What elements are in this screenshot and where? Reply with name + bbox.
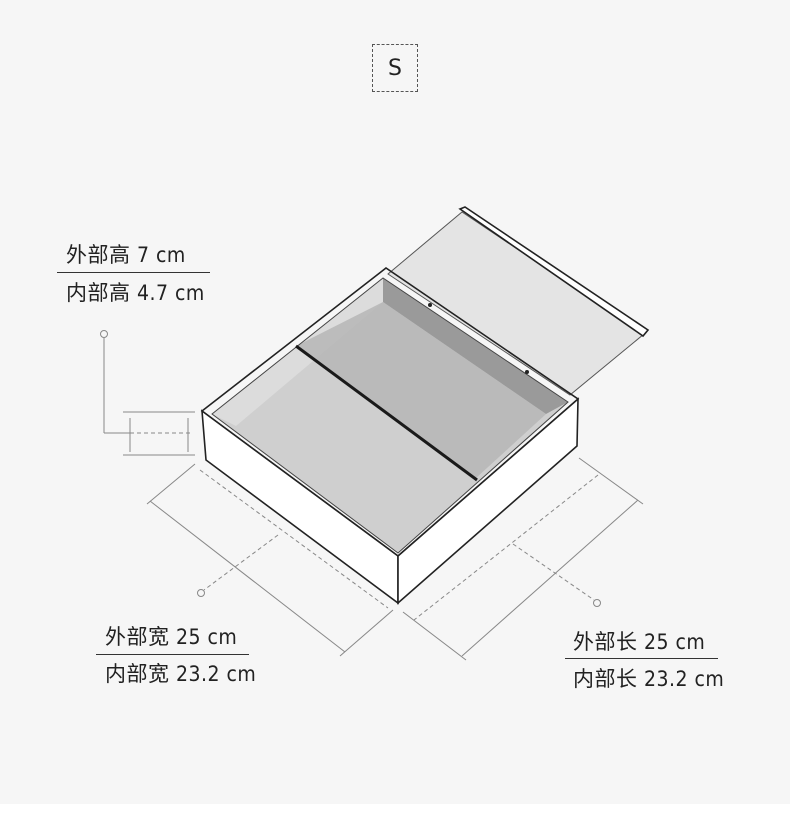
size-badge: S [372, 44, 418, 92]
inner-height-label: 内部高 4.7 cm [66, 281, 205, 305]
length-dimension [402, 457, 644, 661]
outer-length-label: 外部长 25 cm [573, 630, 706, 654]
box-front-right-wall [397, 397, 579, 605]
outer-width-label: 外部宽 25 cm [105, 625, 238, 649]
size-badge-text: S [388, 55, 402, 81]
height-dimension [100, 330, 195, 456]
box-interior-shadow [296, 302, 546, 478]
inner-length-label: 内部长 23.2 cm [573, 667, 725, 691]
box-divider [295, 344, 478, 482]
box-interior-back-right-wall [383, 278, 568, 414]
width-label-divider [96, 654, 249, 655]
box-rim-inner [211, 277, 569, 554]
inner-width-label: 内部宽 23.2 cm [105, 662, 257, 686]
lid-pin [525, 370, 529, 374]
sliding-lid-edge [458, 206, 650, 338]
outer-height-label: 外部高 7 cm [66, 243, 186, 267]
width-dimension [146, 463, 394, 657]
height-label-divider [57, 272, 210, 273]
length-label-divider [565, 658, 718, 659]
lid-pin [428, 303, 432, 307]
box-interior-back-left-wall [212, 278, 383, 426]
